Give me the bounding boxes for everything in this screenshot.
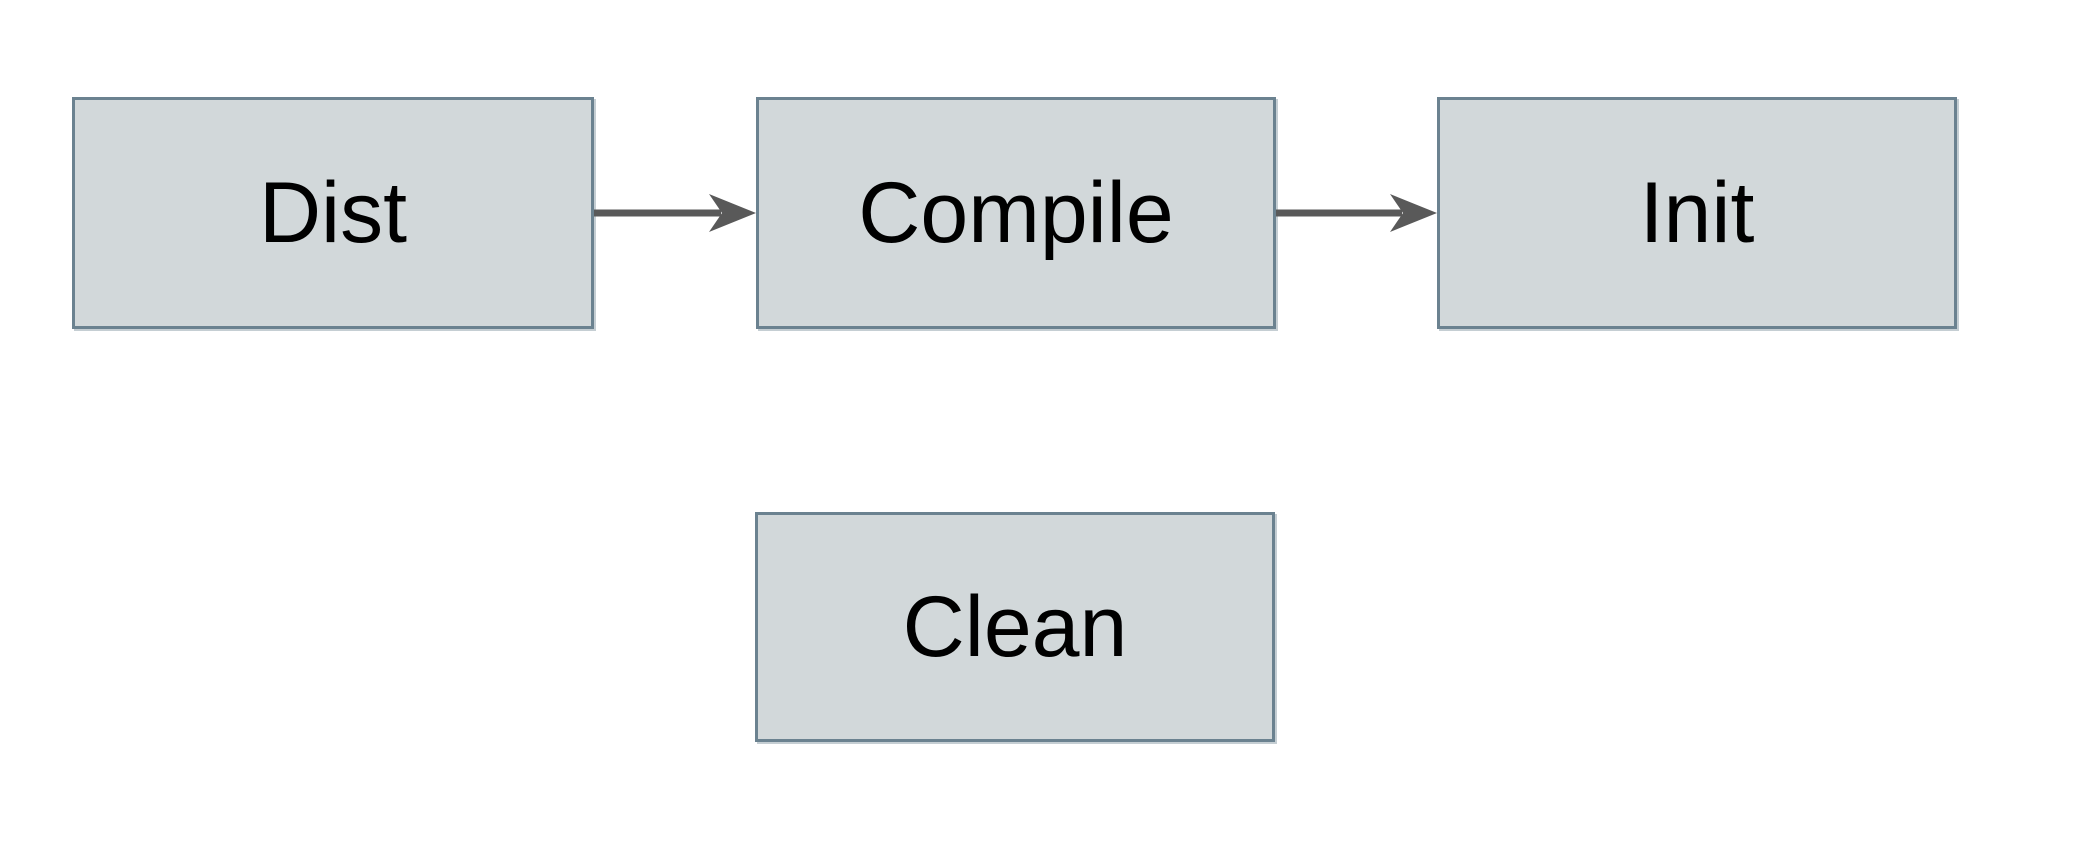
node-dist-label: Dist [258, 165, 408, 261]
arrow-compile-to-init-icon [1276, 194, 1437, 232]
node-init: Init [1437, 97, 1957, 329]
node-clean: Clean [755, 512, 1275, 742]
node-dist: Dist [72, 97, 594, 329]
node-compile: Compile [756, 97, 1276, 329]
node-clean-label: Clean [902, 579, 1128, 675]
node-compile-label: Compile [858, 165, 1174, 261]
node-init-label: Init [1639, 165, 1755, 261]
arrow-dist-to-compile-icon [594, 194, 756, 232]
